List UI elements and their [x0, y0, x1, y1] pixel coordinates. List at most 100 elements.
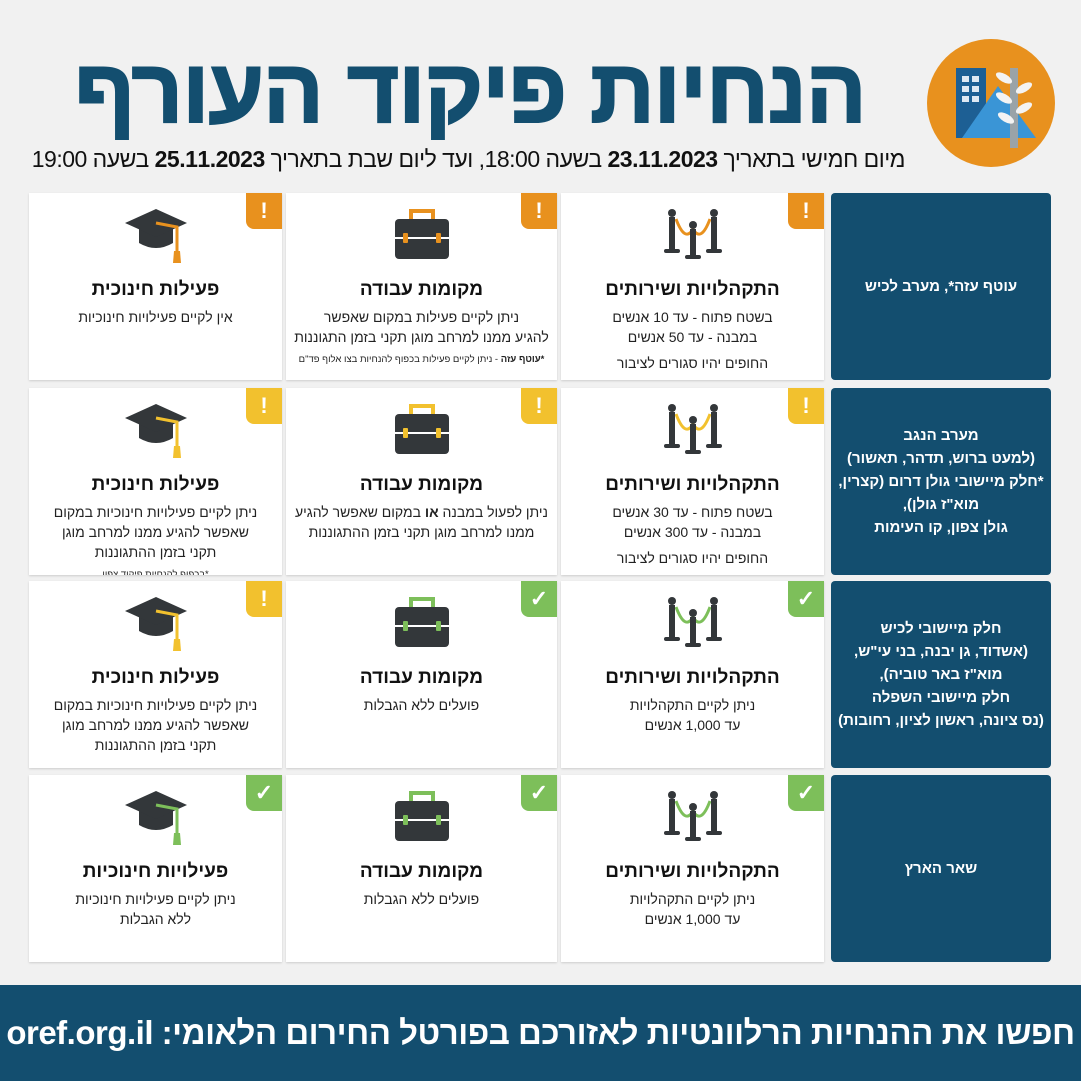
- card-line: להגיע ממנו למרחב מוגן תקני בזמן התגוננות: [294, 329, 549, 345]
- guideline-card: ! מקומות עבודה ניתן לפעול במבנה או במקום ש…: [286, 388, 557, 575]
- card-line: תקני בזמן ההתגוננות: [94, 544, 217, 560]
- footer-banner[interactable]: חפשו את ההנחיות הרלוונטיות לאזורכם בפורט…: [0, 985, 1081, 1081]
- card-title: פעילות חינוכית: [91, 279, 220, 300]
- graduation-cap-icon: [121, 203, 191, 269]
- guideline-card: ✓ פעילויות חינוכיות ניתן לקיים פעילויות חי…: [29, 775, 282, 962]
- subtitle-text: בשעה 19:00: [31, 146, 155, 172]
- region-label: שאר הארץ: [831, 775, 1051, 962]
- guideline-card: ! מקומות עבודה ניתן לקיים פעילות במקום שאפ…: [286, 193, 557, 380]
- guideline-card: ✓ התקהלויות ושירותים ניתן לקיים התקהלויות ע…: [561, 581, 824, 768]
- graduation-cap-icon: [121, 785, 191, 851]
- card-line: ממנו למרחב מוגן תקני בזמן ההתגוננות: [308, 524, 535, 540]
- subtitle-text: בשעה 18:00, ועד ליום שבת בתאריך: [264, 146, 608, 172]
- card-line: בשטח פתוח - עד 10 אנשים: [612, 309, 773, 325]
- card-body: ניתן לקיים פעילות במקום שאפשר להגיע ממנו …: [294, 307, 549, 367]
- card-line: פועלים ללא הגבלות: [363, 697, 480, 713]
- stanchions-icon: [658, 785, 728, 851]
- stanchions-icon: [658, 591, 728, 657]
- region-line: עוטף עזה*, מערב לכיש: [864, 278, 1018, 295]
- card-line: פועלים ללא הגבלות: [363, 891, 480, 907]
- card-line-part: או: [424, 504, 439, 520]
- card-line-part: במקום שאפשר להגיע: [294, 504, 425, 520]
- guideline-card: ! פעילות חינוכית ניתן לקיים פעילויות חינוכ…: [29, 388, 282, 575]
- briefcase-icon: [387, 591, 457, 657]
- check-icon: ✓: [788, 775, 824, 811]
- card-line: ניתן לקיים פעילויות חינוכיות במקום: [53, 504, 258, 520]
- card-title: מקומות עבודה: [359, 279, 484, 300]
- card-line: אין לקיים פעילויות חינוכיות: [78, 309, 233, 325]
- graduation-cap-icon: [121, 591, 191, 657]
- warning-icon: !: [246, 581, 282, 617]
- region-line: *חלק מיישובי גולן דרום (קצרין,: [838, 473, 1044, 490]
- briefcase-icon: [387, 785, 457, 851]
- card-line: עד 1,000 אנשים: [644, 911, 741, 927]
- card-line: ניתן לקיים פעילות במקום שאפשר: [323, 309, 520, 325]
- card-body: פועלים ללא הגבלות: [294, 889, 549, 909]
- note-text: - ניתן לקיים פעילות בכפוף להנחיות בצו אל…: [298, 354, 501, 365]
- warning-icon: !: [521, 193, 557, 229]
- card-line: במבנה - עד 50 אנשים: [627, 329, 758, 345]
- card-line: בשטח פתוח - עד 30 אנשים: [612, 504, 773, 520]
- warning-icon: !: [246, 388, 282, 424]
- card-line: שאפשר להגיע ממנו למרחב מוגן: [61, 524, 250, 540]
- card-line: במבנה - עד 300 אנשים: [623, 524, 762, 540]
- card-line: ניתן לפעול במבנה או במקום שאפשר להגיע: [294, 502, 549, 522]
- region-line: (אשדוד, גן יבנה, בני עי"ש,: [854, 643, 1028, 660]
- card-title: התקהלויות ושירותים: [605, 667, 780, 688]
- check-icon: ✓: [521, 775, 557, 811]
- region-line: שאר הארץ: [904, 860, 978, 877]
- stanchions-icon: [658, 203, 728, 269]
- guideline-row: מערב הנגב (למעט ברוש, תדהר, תאשור) *חלק מי…: [29, 388, 1051, 575]
- region-line: חלק מיישובי השפלה: [871, 689, 1011, 706]
- region-line: מוא"ז גולן),: [902, 496, 980, 513]
- home-front-command-logo-icon: [926, 38, 1056, 168]
- stanchions-icon: [658, 398, 728, 464]
- card-line: החופים יהיו סגורים לציבור: [616, 355, 769, 371]
- guideline-card: ! התקהלויות ושירותים בשטח פתוח - עד 10 אנש…: [561, 193, 824, 380]
- check-icon: ✓: [246, 775, 282, 811]
- card-title: פעילות חינוכית: [91, 474, 220, 495]
- date-value: 25.11.2023: [154, 146, 266, 172]
- guideline-card: ✓ מקומות עבודה פועלים ללא הגבלות: [286, 775, 557, 962]
- card-body: פועלים ללא הגבלות: [294, 695, 549, 715]
- card-title: מקומות עבודה: [359, 861, 484, 882]
- card-body: ניתן לקיים התקהלויות עד 1,000 אנשים: [569, 695, 816, 735]
- card-line: ניתן לקיים פעילויות חינוכיות: [75, 891, 236, 907]
- briefcase-icon: [387, 203, 457, 269]
- card-body: בשטח פתוח - עד 30 אנשים במבנה - עד 300 אנ…: [569, 502, 816, 568]
- card-title: התקהלויות ושירותים: [605, 279, 780, 300]
- card-line-part: ניתן לפעול במבנה: [438, 504, 549, 520]
- card-title: פעילויות חינוכיות: [82, 861, 229, 882]
- card-note: *עוטף עזה - ניתן לקיים פעילות בכפוף להנח…: [294, 353, 549, 367]
- card-body: אין לקיים פעילויות חינוכיות: [37, 307, 274, 327]
- card-line: תקני בזמן ההתגוננות: [94, 737, 217, 753]
- region-line: חלק מיישובי לכיש: [880, 620, 1002, 637]
- region-line: (נס ציונה, ראשון לציון, רחובות): [838, 712, 1044, 729]
- region-line: (למעט ברוש, תדהר, תאשור): [846, 450, 1036, 467]
- check-icon: ✓: [788, 581, 824, 617]
- card-title: התקהלויות ושירותים: [605, 861, 780, 882]
- card-note: *בכפוף להנחיות פיקוד צפון: [37, 568, 274, 575]
- card-body: ניתן לפעול במבנה או במקום שאפשר להגיע ממנ…: [294, 502, 549, 542]
- date-value: 23.11.2023: [607, 146, 718, 172]
- card-line: החופים יהיו סגורים לציבור: [616, 550, 769, 566]
- guideline-row: עוטף עזה*, מערב לכיש! התקהלויות ושירותים ב…: [29, 193, 1051, 380]
- card-title: מקומות עבודה: [359, 474, 484, 495]
- card-line: ניתן לקיים התקהלויות: [629, 697, 756, 713]
- region-line: מערב הנגב: [903, 427, 979, 444]
- guideline-row: שאר הארץ ✓ התקהלויות ושירותים ניתן לקיים הת…: [29, 775, 1051, 962]
- card-body: בשטח פתוח - עד 10 אנשים במבנה - עד 50 אנש…: [569, 307, 816, 373]
- warning-icon: !: [788, 193, 824, 229]
- region-line: גולן צפון, קו העימות: [874, 519, 1008, 536]
- guideline-row: חלק מיישובי לכיש (אשדוד, גן יבנה, בני עי"…: [29, 581, 1051, 768]
- warning-icon: !: [521, 388, 557, 424]
- card-title: התקהלויות ושירותים: [605, 474, 780, 495]
- card-line: עד 1,000 אנשים: [644, 717, 741, 733]
- card-line: ניתן לקיים התקהלויות: [629, 891, 756, 907]
- date-range-subtitle: מיום חמישי בתאריך 23.11.2023 בשעה 18:00,…: [31, 146, 906, 173]
- region-label: חלק מיישובי לכיש (אשדוד, גן יבנה, בני עי"…: [831, 581, 1051, 768]
